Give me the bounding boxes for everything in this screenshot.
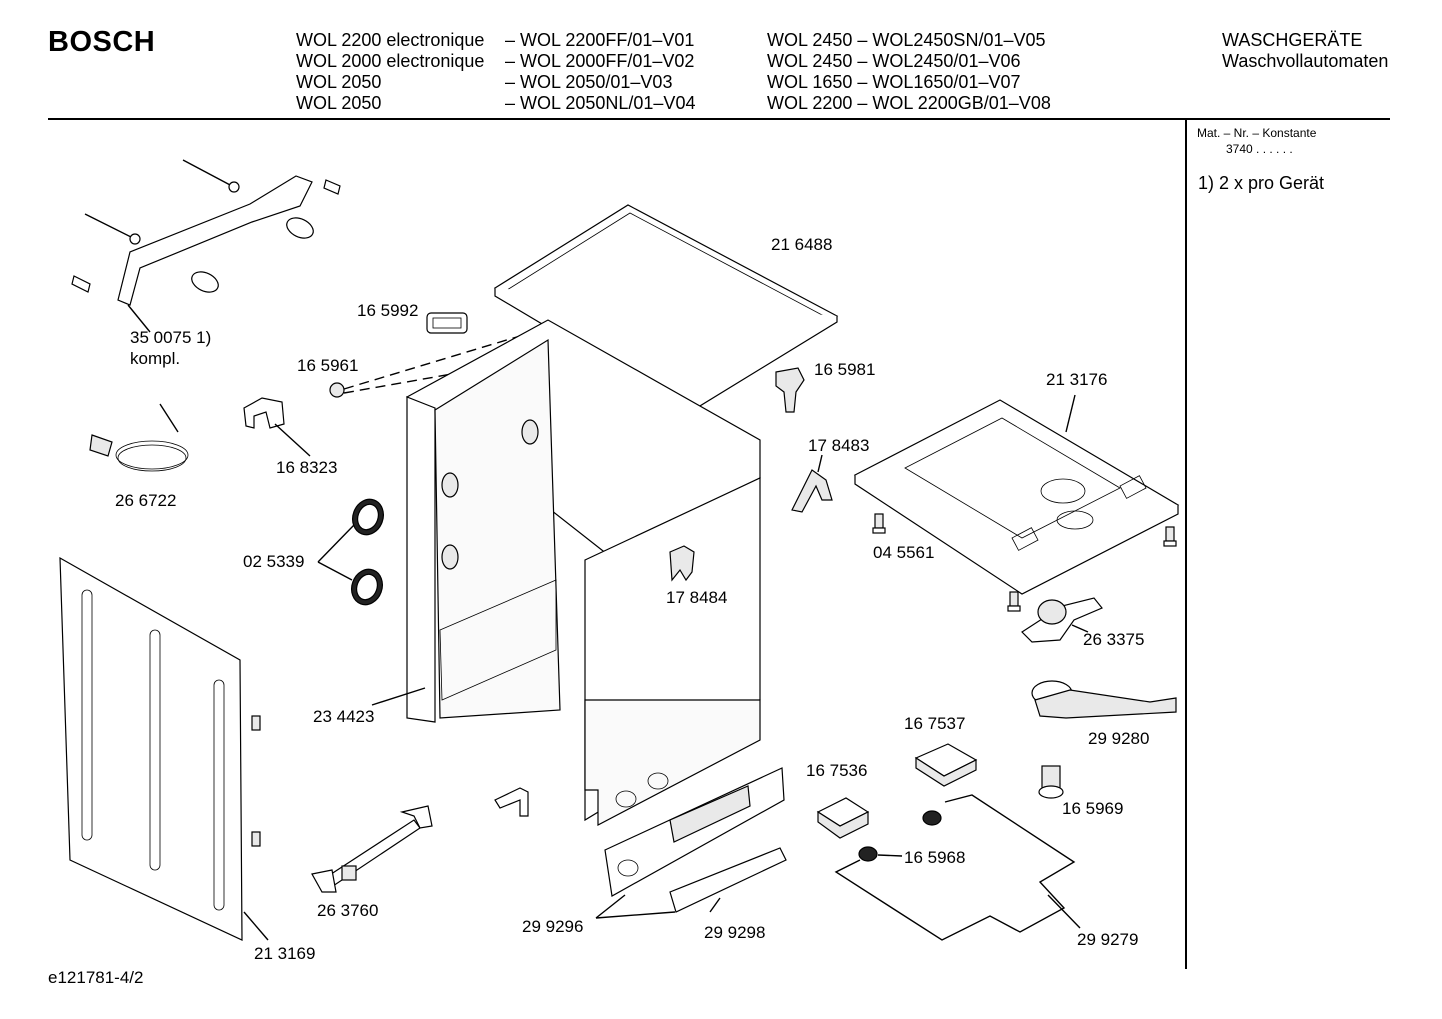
part-number: 16 8323 [276,458,338,477]
model-list-right: WOL 2450 – WOL2450SN/01–V05 WOL 2450 – W… [767,30,1051,114]
part-number: 23 4423 [313,707,375,726]
control-panel-part [595,767,787,919]
part-number: 16 5969 [1062,799,1124,818]
side-panel-part [59,556,269,941]
sensor-part [1038,765,1064,799]
part-number: 02 5339 [243,552,305,571]
bracket-part [791,469,833,513]
knob-part [922,810,942,826]
quantity-note: 1) 2 x pro Gerät [1198,173,1325,193]
part-number: 16 5968 [904,848,966,867]
sidebar-divider [1185,119,1187,969]
variant-code: – WOL 2000FF/01–V02 [505,51,695,71]
part-number: 26 3760 [317,901,379,920]
base-plate-part [853,394,1180,595]
plug-part [329,382,345,398]
part-number: 21 3176 [1046,370,1108,389]
model-variant: WOL 1650 – WOL1650/01–V07 [767,72,1021,92]
part-number: 16 5981 [814,360,876,379]
variant-list-left: – WOL 2200FF/01–V01 – WOL 2000FF/01–V02 … [505,30,695,114]
foot-part [775,367,805,413]
latch-part [669,545,695,582]
category-subtitle: Waschvollautomaten [1222,51,1389,71]
clamp-part [1021,597,1103,643]
part-number: 29 9298 [704,923,766,942]
model-name: WOL 2050 [296,72,382,92]
switch-part [816,797,870,839]
pump-housing-part [1031,680,1177,719]
screw-part [872,513,1177,612]
mat-number-label: Mat. – Nr. – Konstante [1197,126,1317,140]
variant-code: – WOL 2200FF/01–V01 [505,30,695,50]
model-name: WOL 2000 electronique [296,51,485,71]
part-number: 16 7536 [806,761,868,780]
model-variant: WOL 2450 – WOL2450/01–V06 [767,51,1021,71]
mounting-bracket-part [71,159,341,333]
clip-part [243,397,285,429]
part-number: 29 9279 [1077,930,1139,949]
wrench-tool-part [311,805,433,893]
part-number-note: kompl. [130,349,181,368]
cabinet-frame-part [371,319,761,826]
part-number: 16 5961 [297,356,359,375]
power-cable-part [89,403,189,472]
part-number: 17 8484 [666,588,728,607]
part-number: 16 5992 [357,301,419,320]
knob-part [858,846,878,862]
model-list-left: WOL 2200 electronique WOL 2000 electroni… [296,30,484,114]
model-name: WOL 2200 electronique [296,30,485,50]
mat-number-value: 3740 . . . . . . [1226,142,1293,156]
variant-code: – WOL 2050NL/01–V04 [505,93,696,113]
part-number: 35 0075 1) [130,328,212,347]
part-number: 26 3375 [1083,630,1145,649]
part-number: 21 3169 [254,944,316,963]
part-number: 04 5561 [873,543,935,562]
part-number: 29 9296 [522,917,584,936]
brand-logo: BOSCH [48,26,156,58]
variant-code: – WOL 2050/01–V03 [505,72,673,92]
part-number: 26 6722 [115,491,177,510]
part-number: 17 8483 [808,436,870,455]
document-id: e121781-4/2 [48,968,144,987]
part-number: 29 9280 [1088,729,1150,748]
model-name: WOL 2050 [296,93,382,113]
part-number: 16 7537 [904,714,966,733]
small-bracket-part [494,787,529,817]
part-number: 21 6488 [771,235,833,254]
model-variant: WOL 2450 – WOL2450SN/01–V05 [767,30,1046,50]
model-variant: WOL 2200 – WOL 2200GB/01–V08 [767,93,1051,113]
category-block: WASCHGERÄTE Waschvollautomaten [1222,30,1388,72]
category-title: WASCHGERÄTE [1222,30,1363,50]
header-divider [48,118,1390,120]
switch-part [914,743,978,787]
